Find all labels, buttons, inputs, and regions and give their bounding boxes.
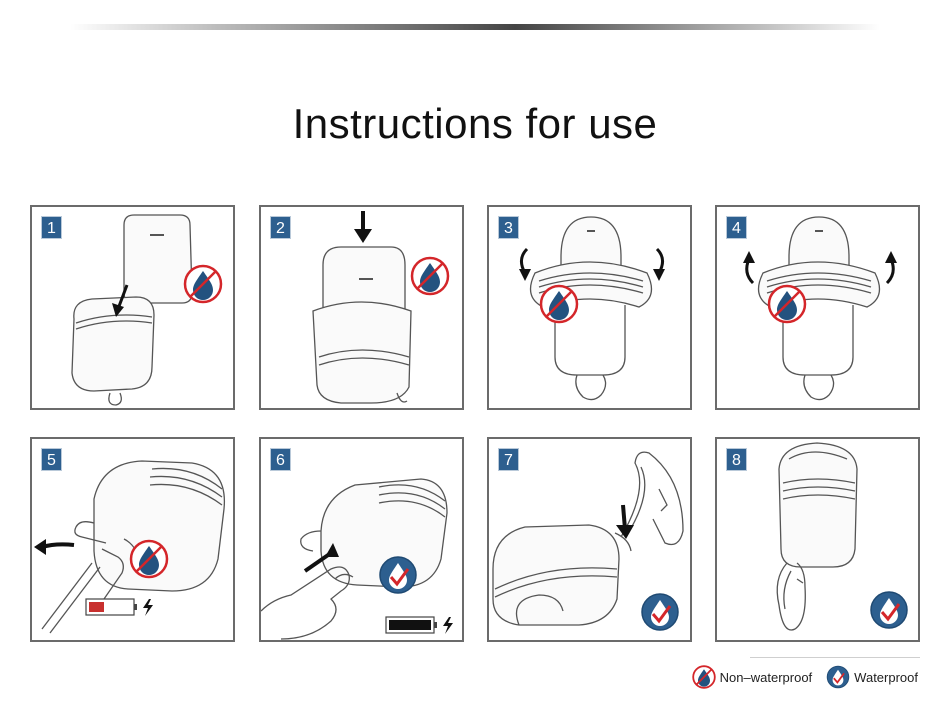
step-7-panel: 7	[487, 437, 692, 642]
no-water-icon	[183, 264, 223, 304]
step-2-panel: 2	[259, 205, 464, 410]
step-5-panel: 5	[30, 437, 235, 642]
step-number: 4	[726, 216, 747, 239]
waterproof-check-icon	[870, 591, 908, 629]
no-water-icon	[539, 284, 579, 324]
top-divider	[70, 24, 880, 30]
legend-item-non-waterproof: Non–waterproof	[691, 665, 813, 689]
step-number: 2	[270, 216, 291, 239]
open-case-illustration	[71, 214, 193, 406]
waterproof-check-icon	[826, 665, 850, 689]
step-3-panel: 3	[487, 205, 692, 410]
legend-item-waterproof: Waterproof	[826, 665, 918, 689]
fold-down-lid-illustration	[519, 216, 665, 401]
completed-case-illustration	[776, 442, 858, 631]
step-1-panel: 1	[30, 205, 235, 410]
open-charging-flap-illustration	[34, 460, 226, 634]
no-water-icon	[129, 539, 169, 579]
step-number: 1	[41, 216, 62, 239]
legend-label-non-waterproof: Non–waterproof	[719, 669, 813, 685]
step-8-panel: 8	[715, 437, 920, 642]
step-number: 7	[498, 448, 519, 471]
no-water-icon	[410, 256, 450, 296]
fold-up-lid-illustration	[743, 216, 897, 401]
battery-full-icon	[385, 616, 453, 634]
waterproof-check-icon	[641, 593, 679, 631]
step-number: 5	[41, 448, 62, 471]
no-water-icon	[691, 665, 716, 689]
step-number: 8	[726, 448, 747, 471]
legend: Non–waterproof Waterproof	[684, 664, 918, 690]
waterproof-check-icon	[379, 556, 417, 594]
page-title: Instructions for use	[292, 100, 658, 147]
battery-low-icon	[85, 598, 153, 616]
legend-divider	[750, 657, 920, 658]
no-water-icon	[767, 284, 807, 324]
step-4-panel: 4	[715, 205, 920, 410]
step-number: 6	[270, 448, 291, 471]
close-charging-flap-illustration	[261, 478, 448, 640]
step-number: 3	[498, 216, 519, 239]
attach-carabiner-illustration	[492, 451, 684, 626]
insert-case-illustration	[312, 211, 412, 404]
legend-label-waterproof: Waterproof	[854, 669, 918, 685]
step-6-panel: 6	[259, 437, 464, 642]
